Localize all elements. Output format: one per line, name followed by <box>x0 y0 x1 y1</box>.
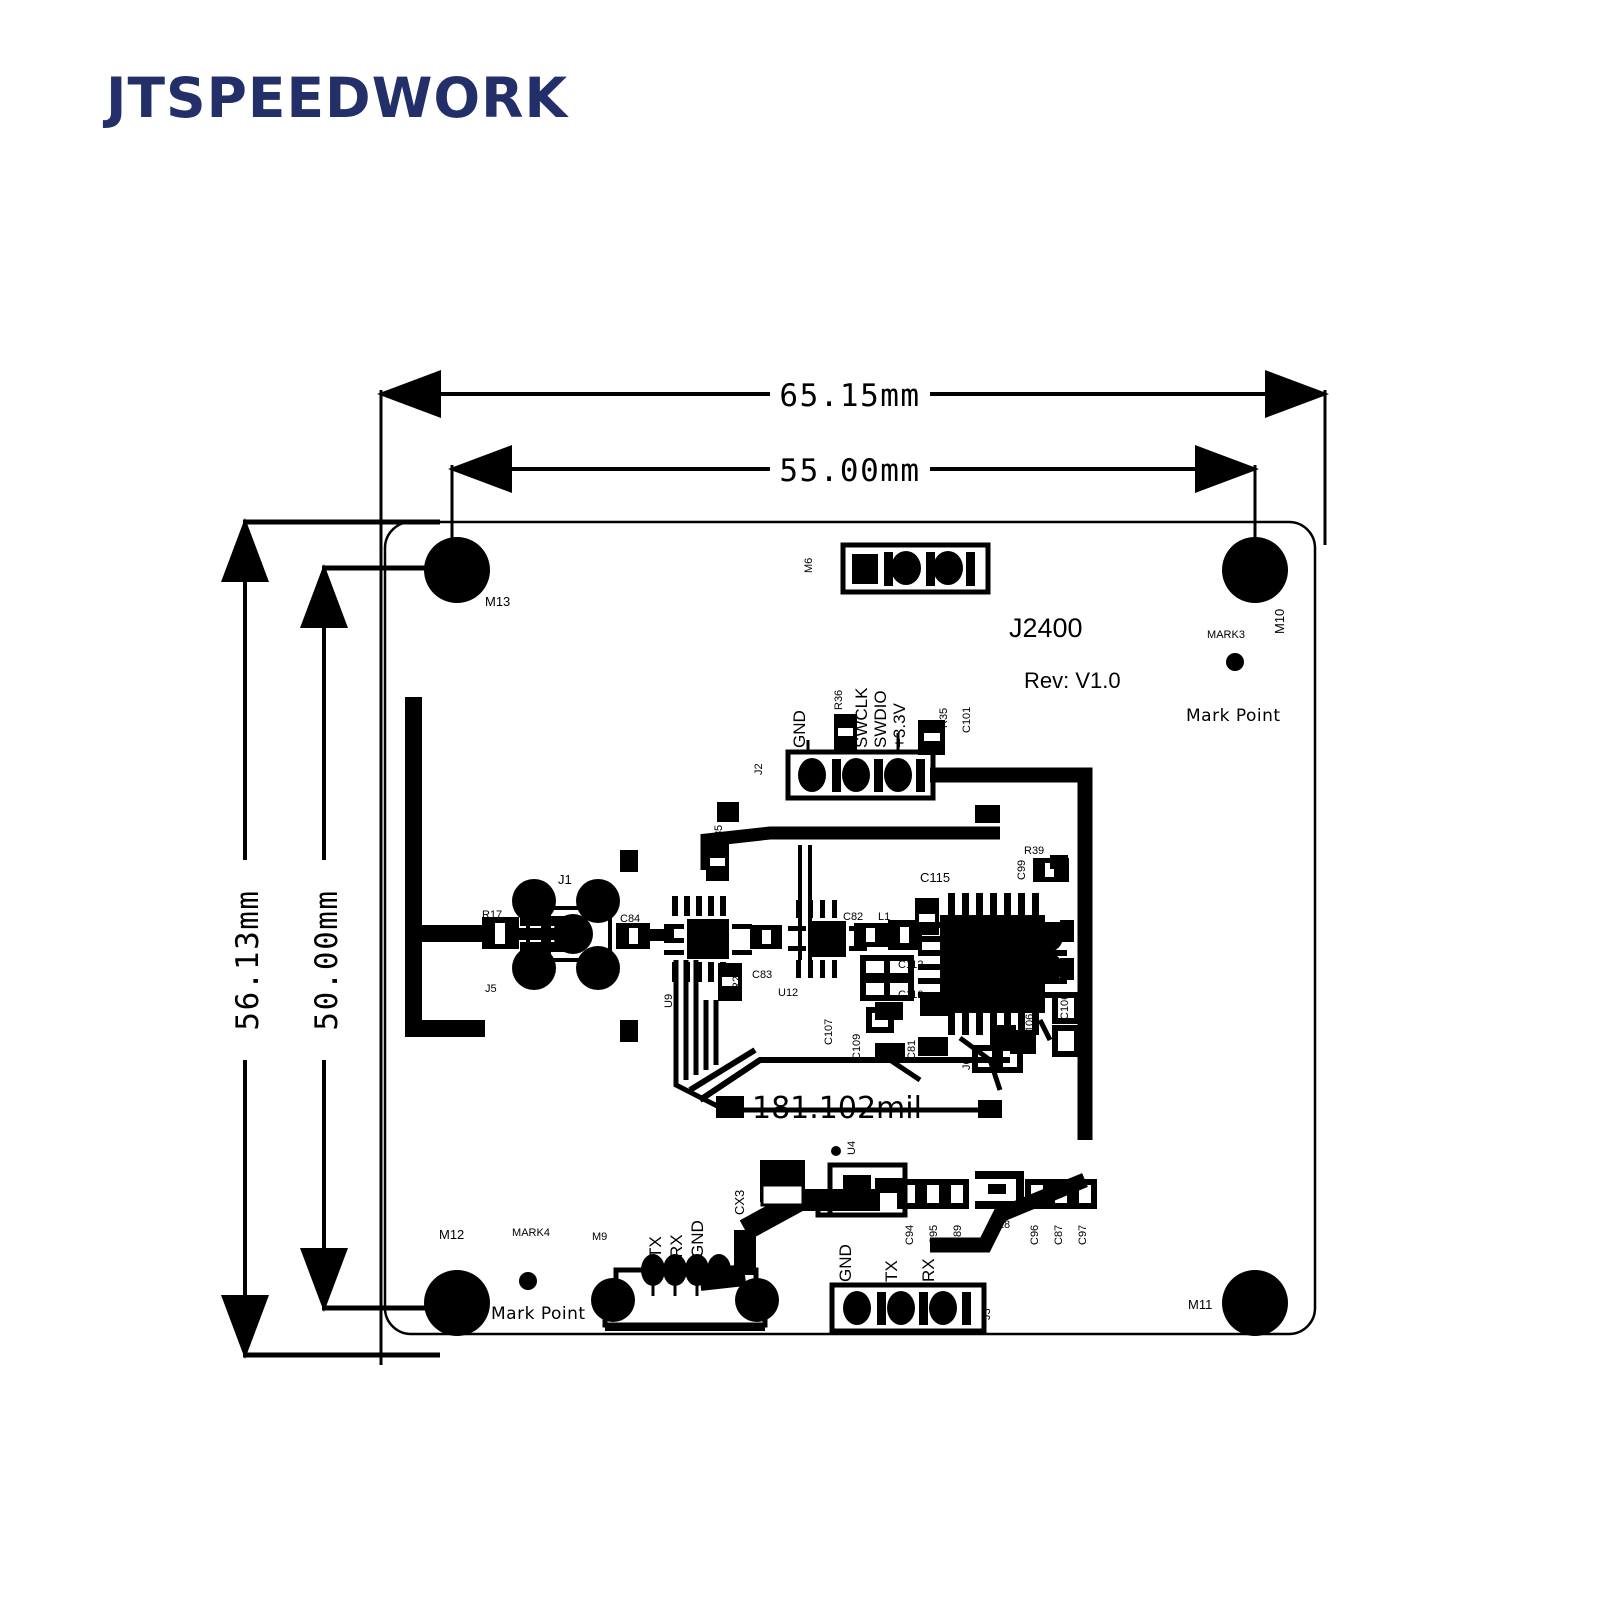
label-m10: M10 <box>1272 609 1287 634</box>
label-c94: C94 <box>904 1225 916 1245</box>
pin-label-swclk: SWCLK <box>852 687 871 748</box>
label-u12: U12 <box>778 987 798 999</box>
label-m11: M11 <box>1188 1297 1212 1312</box>
label-m13: M13 <box>485 594 510 609</box>
dimension-hole-span-y: 50.00mm <box>309 889 345 1030</box>
fiducial-mark4 <box>519 1272 537 1290</box>
dimension-overall-width: 65.15mm <box>779 378 920 414</box>
label-cx3: CX3 <box>732 1190 747 1215</box>
company-logo: JTSPEEDWORK <box>106 66 569 130</box>
label-c81: C107 <box>823 1019 835 1045</box>
label-j2: J2 <box>753 763 765 775</box>
board-revision: Rev: V1.0 <box>1024 668 1121 693</box>
ic-u12 <box>788 900 867 978</box>
label-c82: C82 <box>843 911 863 923</box>
label-c97: C97 <box>1077 1225 1089 1245</box>
mount-hole-m10 <box>1222 537 1288 603</box>
pcb-antenna-trace <box>405 697 505 1037</box>
label-j6: J6 <box>961 1058 973 1070</box>
misc-traces <box>888 1018 1053 1091</box>
mount-holes <box>424 537 1288 1336</box>
mil-note-text: 181.102mil <box>752 1091 922 1126</box>
pin-label-gnd-j3: GND <box>836 1244 855 1282</box>
pin-label-rx-m9: RX <box>667 1234 686 1258</box>
connector-m9 <box>591 1254 779 1331</box>
connector-j3 <box>829 1282 987 1334</box>
label-l1: L1 <box>878 911 890 923</box>
label-m12: M12 <box>439 1227 464 1242</box>
label-c101: C101 <box>961 707 973 733</box>
label-u9: U9 <box>663 994 675 1008</box>
label-c112: C110 <box>898 989 923 1001</box>
label-c84: C84 <box>620 913 640 925</box>
label-c95: C95 <box>928 1225 940 1245</box>
label-u4: U4 <box>846 1141 858 1155</box>
label-c87: C87 <box>1053 1225 1065 1245</box>
label-c109: C81 <box>906 1040 918 1060</box>
label-c99: C99 <box>1016 860 1028 880</box>
board-outline <box>383 520 1317 1336</box>
label-mark3: MARK3 <box>1207 629 1245 641</box>
mount-hole-m11 <box>1222 1270 1288 1336</box>
bottom-components <box>760 1146 1097 1218</box>
label-m9: M9 <box>592 1231 607 1243</box>
connector-j1 <box>482 879 674 990</box>
label-r28: R28 <box>990 1219 1010 1231</box>
mark-point-top-label: Mark Point <box>1186 706 1281 726</box>
dimension-hole-span-x: 55.00mm <box>779 453 920 489</box>
pin-label-3v3: +3.3V <box>890 702 909 748</box>
label-r17: R17 <box>482 909 502 921</box>
mount-hole-m13 <box>424 537 490 603</box>
connector-j2 <box>785 714 1093 1140</box>
label-j1: J1 <box>558 872 572 887</box>
label-r27: R27 <box>731 970 743 990</box>
label-c96: C96 <box>1029 1225 1041 1245</box>
mount-hole-m12 <box>424 1270 490 1336</box>
pin-label-tx-j3: TX <box>882 1260 901 1282</box>
pin-label-swdio: SWDIO <box>871 690 890 748</box>
label-c83: C83 <box>752 969 772 981</box>
dimension-overall-height: 56.13mm <box>230 889 266 1030</box>
pin-label-gnd-m9: GND <box>688 1220 707 1258</box>
dimension-lines <box>221 370 1329 1365</box>
pin-label-tx-m9: TX <box>646 1236 665 1258</box>
label-r36: R36 <box>833 690 845 710</box>
pin-label-rx-j3: RX <box>919 1258 938 1282</box>
label-c106: C106 <box>1024 1014 1036 1040</box>
mil-note-marker <box>716 1096 744 1118</box>
label-r39: R39 <box>1024 845 1044 857</box>
label-c85: C85 <box>713 825 725 845</box>
mark-point-bottom-label: Mark Point <box>491 1304 586 1324</box>
label-c115: C112 <box>898 959 923 971</box>
label-u10: C115 <box>920 870 950 885</box>
board-part-number: J2400 <box>1009 613 1083 643</box>
label-m6: M6 <box>803 558 815 573</box>
label-r35: R35 <box>938 708 950 728</box>
pin-label-gnd-j2: GND <box>790 710 809 748</box>
connector-m6 <box>840 542 991 595</box>
label-c92: C89 <box>952 1225 964 1245</box>
label-c110: C109 <box>851 1034 863 1060</box>
label-c107: C106 <box>1059 994 1071 1020</box>
label-j3: J3 <box>981 1308 993 1320</box>
fiducial-mark3 <box>1226 653 1244 671</box>
label-mark4: MARK4 <box>512 1227 550 1239</box>
label-j5: J5 <box>485 983 497 995</box>
